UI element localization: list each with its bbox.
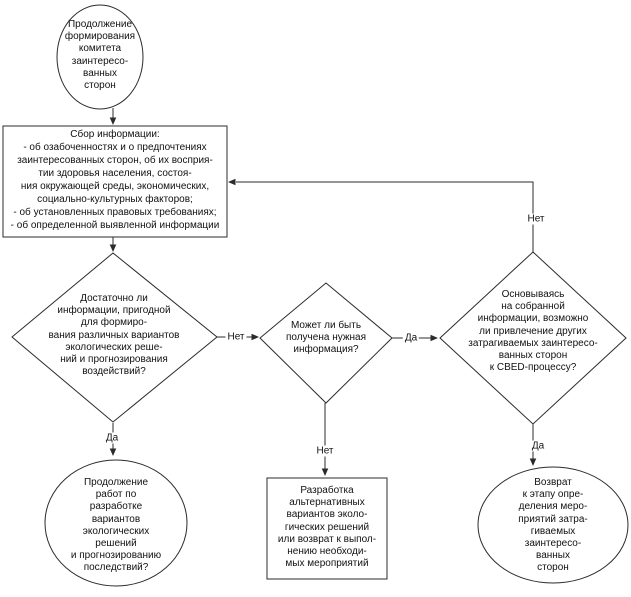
start-node-shape — [56, 4, 144, 110]
continue-work-node-text: Продолжение работ по разработке варианто… — [70, 477, 162, 574]
decision-enough-info-shape — [11, 252, 218, 423]
arrowhead-into-return — [529, 458, 537, 466]
decision-can-obtain-text: Может ли быть получена нужная информация… — [285, 320, 367, 356]
decision-enough-info-text: Достаточно ли информации, пригодной для … — [48, 293, 180, 378]
edge-engage-no-return — [236, 181, 534, 252]
edge-label-enough-no: Нет — [225, 331, 247, 343]
continue-work-node-shape — [44, 459, 188, 587]
edge-label-can-obtain-no: Нет — [314, 445, 336, 457]
develop-alternatives-node-shape — [266, 477, 388, 580]
return-to-stage-node-text: Возврат к этапу опре- деления меро- прия… — [518, 477, 588, 574]
edge-label-enough-yes: Да — [103, 432, 121, 444]
collect-info-node-text: Сбор информации: - об озабоченностях и о… — [10, 129, 220, 231]
decision-engage-others-text: Основываясь на собранной информации, воз… — [468, 289, 598, 374]
arrowhead-into-continue — [109, 448, 117, 456]
start-node-text: Продолжение формирования комитета заинте… — [64, 19, 136, 92]
edge-label-engage-yes: Да — [529, 440, 547, 452]
return-to-stage-node-shape — [477, 466, 629, 584]
collect-info-node-shape — [2, 125, 228, 238]
arrowhead-into-can-obtain — [251, 333, 259, 341]
arrowhead-into-enough — [109, 244, 117, 252]
arrowhead-into-engage — [430, 334, 438, 342]
develop-alternatives-node-text: Разработка альтернативных вариантов экол… — [277, 485, 377, 570]
decision-can-obtain-shape — [259, 282, 393, 404]
edge-label-engage-no: Нет — [525, 213, 547, 225]
arrowhead-into-collect — [109, 117, 117, 125]
decision-engage-others-shape — [439, 251, 627, 425]
arrowhead-into-collect-right — [228, 178, 236, 186]
arrowhead-into-alternatives — [321, 468, 329, 476]
edge-label-can-obtain-yes: Да — [402, 332, 420, 344]
